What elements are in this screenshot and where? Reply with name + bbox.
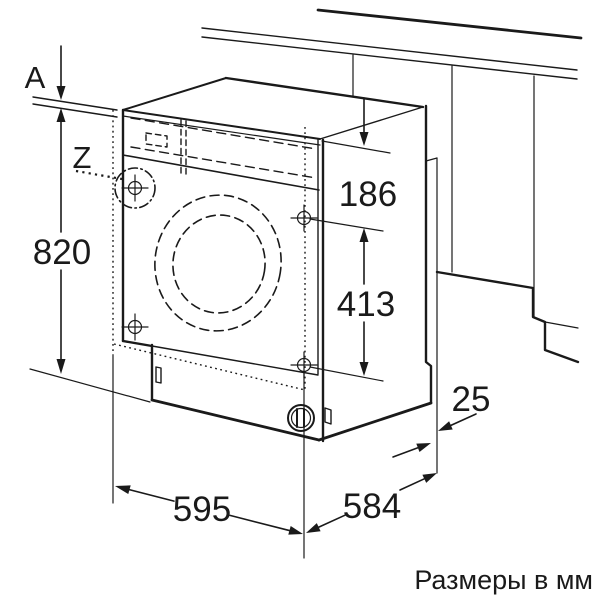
z-leader-dots (75, 169, 123, 181)
reference-line (309, 366, 384, 382)
dim-584: 584 (306, 473, 437, 533)
units-note: Размеры в мм (414, 565, 593, 595)
worktop-lines (32, 8, 583, 118)
dim-413: 413 (309, 218, 395, 382)
mounting-screws (121, 174, 318, 379)
dim-595: 595 (112, 354, 305, 559)
mounting-screw (290, 204, 318, 232)
dim-820-label: 820 (33, 233, 91, 272)
z-detail-marker: Z (73, 140, 156, 209)
side-vent-slot (324, 407, 332, 425)
plinth-vent-slot (155, 366, 162, 384)
dim-25-label: 25 (452, 380, 491, 419)
z-label: Z (73, 140, 92, 175)
dim-186-label: 186 (339, 175, 397, 214)
z-detail-circle (114, 167, 156, 209)
dim-584-label: 584 (343, 487, 401, 526)
niche-side-panel (424, 104, 438, 474)
mounting-screw (121, 313, 149, 341)
dim-413-label: 413 (337, 285, 395, 324)
dim-25: 25 (392, 380, 491, 458)
dim-a: A (25, 45, 66, 122)
drain-filter-cap (287, 404, 315, 432)
reference-line (321, 140, 391, 154)
floor-reference-line (29, 368, 151, 403)
door-dashed-circles (154, 194, 282, 332)
dim-595-label: 595 (173, 490, 231, 529)
mounting-screw (121, 174, 149, 202)
adjacent-cabinet (352, 54, 580, 364)
machine-body (121, 76, 425, 443)
niche-dashed-outline (112, 110, 317, 391)
dim-a-label: A (25, 60, 46, 95)
dim-186: 186 (321, 97, 397, 214)
dim-820: 820 (29, 121, 151, 403)
machine-plinth (150, 343, 433, 442)
reference-line (309, 218, 384, 232)
